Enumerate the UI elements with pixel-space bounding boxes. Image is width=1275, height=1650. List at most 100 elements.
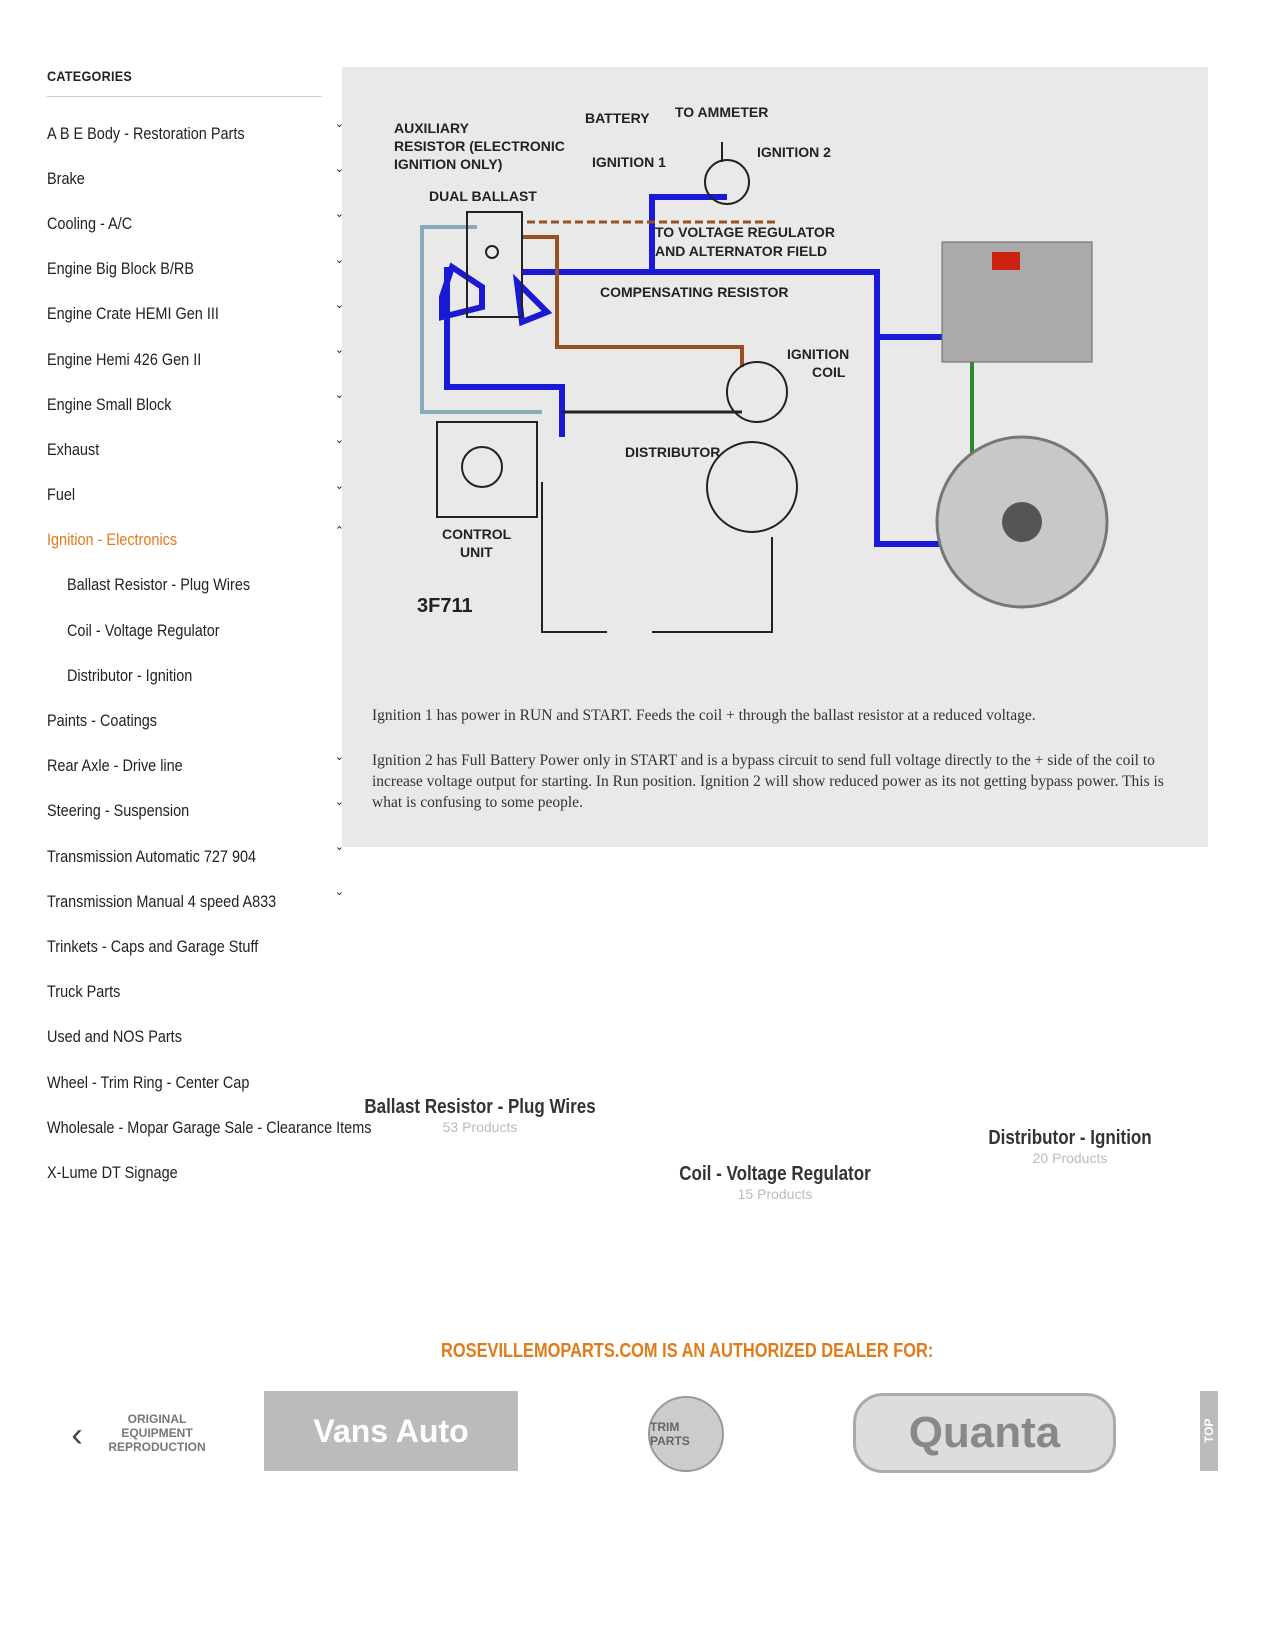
label-control: CONTROL <box>442 526 512 542</box>
label-aux: AUXILIARY <box>394 120 470 136</box>
chevron-down-icon[interactable]: ⌄ <box>334 163 344 176</box>
chevron-down-icon[interactable]: ⌄ <box>334 750 344 763</box>
chevron-left-icon[interactable]: ‹ <box>71 1415 83 1454</box>
sidebar-item[interactable]: Engine Crate HEMI Gen III ⌄ <box>47 292 352 337</box>
label-aux2: RESISTOR (ELECTRONIC <box>394 138 565 154</box>
sidebar-item-label: Engine Small Block <box>47 394 172 414</box>
sidebar-item[interactable]: Engine Small Block ⌄ <box>47 382 352 427</box>
chevron-down-icon[interactable]: ⌄ <box>334 253 344 266</box>
sidebar-item[interactable]: Transmission Automatic 727 904 ⌄ <box>47 834 352 879</box>
logo-partial[interactable]: TOP <box>1200 1391 1218 1471</box>
sidebar-item[interactable]: A B E Body - Restoration Parts ⌄ <box>47 111 352 156</box>
sidebar-item-label: Rear Axle - Drive line <box>47 756 183 776</box>
sidebar-item[interactable]: Paints - Coatings <box>47 698 352 743</box>
chevron-up-icon[interactable]: ⌃ <box>334 524 344 537</box>
sidebar-item-label: Steering - Suspension <box>47 801 190 821</box>
chevron-down-icon[interactable]: ⌄ <box>334 795 344 808</box>
sidebar-item[interactable]: Distributor - Ignition <box>47 653 352 698</box>
sidebar-item-label: Transmission Manual 4 speed A833 <box>47 891 277 911</box>
sidebar-item-label: Fuel <box>47 485 76 505</box>
logo-trim-parts[interactable]: TRIM PARTS <box>648 1396 724 1472</box>
product-card-coil[interactable]: Coil - Voltage Regulator 15 Products <box>635 1163 915 1202</box>
label-ign1: IGNITION 1 <box>592 154 666 170</box>
wiring-diagram-image: BATTERY TO AMMETER AUXILIARY RESISTOR (E… <box>394 104 1109 633</box>
sidebar-item[interactable]: Trinkets - Caps and Garage Stuff <box>47 924 352 969</box>
chevron-down-icon[interactable]: ⌄ <box>334 208 344 221</box>
sidebar-item-label: Distributor - Ignition <box>67 665 193 685</box>
label-distributor: DISTRIBUTOR <box>625 444 720 460</box>
label-ammeter: TO AMMETER <box>675 104 768 120</box>
sidebar-item[interactable]: Brake ⌄ <box>47 156 352 201</box>
sidebar-item-label: Engine Big Block B/RB <box>47 259 194 279</box>
sidebar-item-label: Ignition - Electronics <box>47 530 178 550</box>
sidebar-item-label: Coil - Voltage Regulator <box>67 620 220 640</box>
categories-heading: CATEGORIES <box>47 68 322 97</box>
product-title[interactable]: Ballast Resistor - Plug Wires <box>364 1096 596 1118</box>
sidebar-item[interactable]: Cooling - A/C ⌄ <box>47 201 352 246</box>
chevron-down-icon[interactable]: ⌄ <box>334 841 344 853</box>
sidebar-item[interactable]: Rear Axle - Drive line ⌄ <box>47 744 352 789</box>
chevron-down-icon[interactable]: ⌄ <box>334 479 344 492</box>
label-vr1: TO VOLTAGE REGULATOR <box>655 224 835 240</box>
product-count: 15 Products <box>737 1186 813 1202</box>
sidebar-item[interactable]: Fuel ⌄ <box>47 473 352 518</box>
sidebar-item[interactable]: Engine Hemi 426 Gen II ⌄ <box>47 337 352 382</box>
product-title[interactable]: Coil - Voltage Regulator <box>679 1163 871 1185</box>
product-card-ballast[interactable]: Ballast Resistor - Plug Wires 53 Product… <box>340 1096 620 1135</box>
sidebar-item[interactable]: X-Lume DT Signage <box>47 1150 352 1195</box>
chevron-down-icon[interactable]: ⌄ <box>334 434 344 447</box>
sidebar-item[interactable]: Used and NOS Parts <box>47 1015 352 1060</box>
sidebar-item-label: Transmission Automatic 727 904 <box>47 846 257 866</box>
label-aux3: IGNITION ONLY) <box>394 156 502 172</box>
sidebar-item[interactable]: Ballast Resistor - Plug Wires <box>47 563 352 608</box>
sidebar-item[interactable]: Engine Big Block B/RB ⌄ <box>47 247 352 292</box>
sidebar-item[interactable]: Transmission Manual 4 speed A833 ⌄ <box>47 879 352 924</box>
label-coil1: IGNITION <box>787 346 849 362</box>
voltage-regulator-image <box>941 241 1093 363</box>
chevron-down-icon[interactable]: ⌄ <box>334 118 344 130</box>
sidebar-item-label: Wheel - Trim Ring - Center Cap <box>47 1072 250 1092</box>
label-dual-ballast: DUAL BALLAST <box>429 188 537 204</box>
sidebar-item-label: Trinkets - Caps and Garage Stuff <box>47 936 259 956</box>
product-count: 20 Products <box>1032 1150 1108 1166</box>
sidebar-item-label: Brake <box>47 168 85 188</box>
sidebar-item[interactable]: Exhaust ⌄ <box>47 427 352 472</box>
sidebar-item[interactable]: Steering - Suspension ⌄ <box>47 789 352 834</box>
label-code: 3F711 <box>417 595 473 617</box>
chevron-down-icon[interactable]: ⌄ <box>334 343 344 356</box>
product-title[interactable]: Distributor - Ignition <box>988 1127 1152 1149</box>
sidebar-item-label: Engine Hemi 426 Gen II <box>47 349 202 369</box>
ignition-wiring-diagram: BATTERY TO AMMETER AUXILIARY RESISTOR (E… <box>342 67 1208 847</box>
chevron-down-icon[interactable]: ⌄ <box>334 886 344 899</box>
label-ign2: IGNITION 2 <box>757 144 831 160</box>
sidebar-item-label: X-Lume DT Signage <box>47 1162 178 1182</box>
dealer-heading: ROSEVILLEMOPARTS.COM IS AN AUTHORIZED DE… <box>441 1340 934 1362</box>
sidebar-item-label: Cooling - A/C <box>47 213 133 233</box>
product-count: 53 Products <box>442 1119 518 1135</box>
sidebar-item-label: Used and NOS Parts <box>47 1027 182 1047</box>
sidebar-item-label: Wholesale - Mopar Garage Sale - Clearanc… <box>47 1117 372 1137</box>
note-ignition-2: Ignition 2 has Full Battery Power only i… <box>372 752 1164 811</box>
sidebar-item[interactable]: Truck Parts <box>47 970 352 1015</box>
logo-quanta[interactable]: Quanta <box>853 1393 1116 1473</box>
logo-original-equipment[interactable]: ORIGINAL EQUIPMENT REPRODUCTION <box>108 1411 206 1454</box>
sidebar-item-label: Paints - Coatings <box>47 711 158 731</box>
sidebar-item-label: Exhaust <box>47 439 100 459</box>
sidebar-item[interactable]: Wholesale - Mopar Garage Sale - Clearanc… <box>47 1105 371 1150</box>
chevron-down-icon[interactable]: ⌄ <box>334 298 344 311</box>
chevron-down-icon[interactable]: ⌄ <box>334 389 344 402</box>
alternator-image <box>935 435 1109 609</box>
label-vr2: AND ALTERNATOR FIELD <box>655 243 827 259</box>
sidebar-item-label: A B E Body - Restoration Parts <box>47 123 245 143</box>
sidebar-item[interactable]: Wheel - Trim Ring - Center Cap <box>47 1060 352 1105</box>
label-battery: BATTERY <box>585 110 650 126</box>
product-card-distributor[interactable]: Distributor - Ignition 20 Products <box>930 1127 1210 1166</box>
sidebar-item-label: Ballast Resistor - Plug Wires <box>67 575 251 595</box>
logo-vans-auto[interactable]: Vans Auto <box>264 1391 518 1471</box>
note-ignition-1: Ignition 1 has power in RUN and START. F… <box>372 707 1036 724</box>
label-comp: COMPENSATING RESISTOR <box>600 284 789 300</box>
label-unit: UNIT <box>460 544 493 560</box>
sidebar-item[interactable]: Coil - Voltage Regulator <box>47 608 352 653</box>
sidebar-item-label: Engine Crate HEMI Gen III <box>47 304 219 324</box>
sidebar-item[interactable]: Ignition - Electronics ⌃ <box>47 518 352 563</box>
